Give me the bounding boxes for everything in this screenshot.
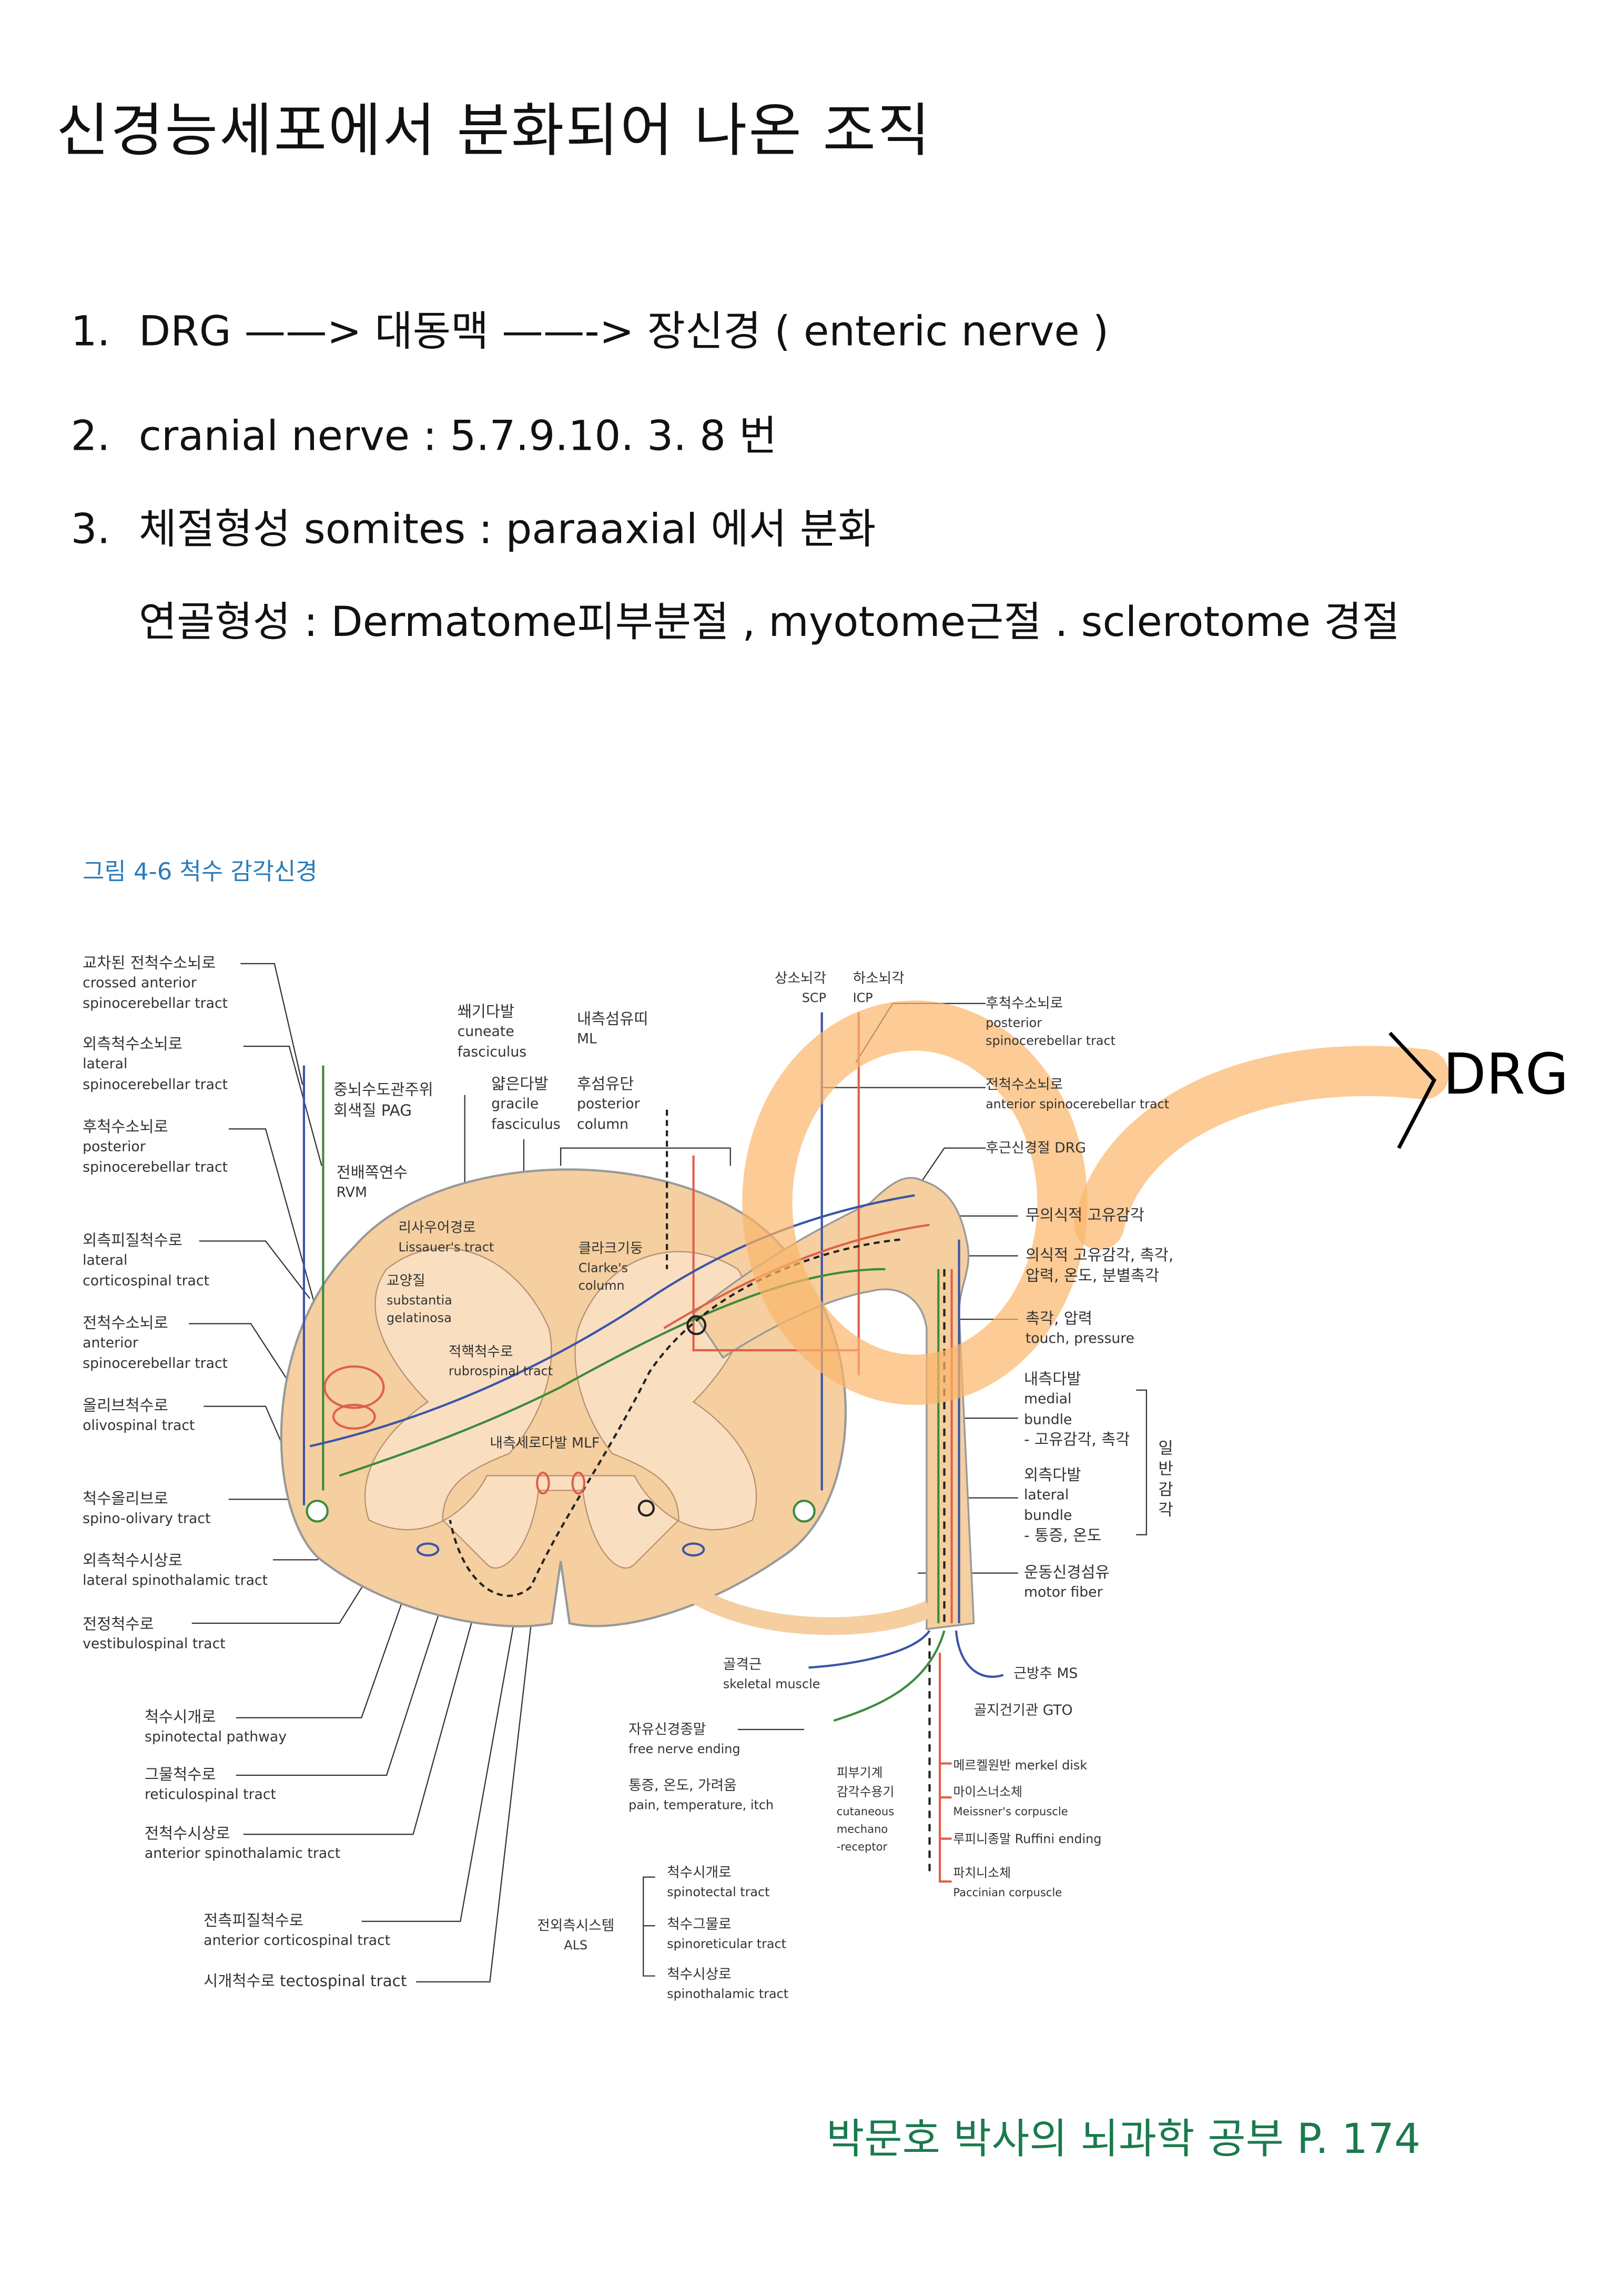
ventral-root bbox=[688, 1586, 934, 1635]
label-gto: 골지건기관 GTO bbox=[973, 1703, 1073, 1720]
label-conscious-proprioception: 의식적 고유감각, 촉각,압력, 온도, 분별촉각 bbox=[1025, 1247, 1174, 1286]
figure-caption: 그림 4-6 척수 감각신경 bbox=[83, 857, 318, 886]
label-drg: 후근신경절 DRG bbox=[986, 1140, 1086, 1157]
list-item-2: 2.cranial nerve : 5.7.9.10. 3. 8 번 bbox=[70, 411, 777, 461]
label-tectospinal: 시개척수로 tectospinal tract bbox=[204, 1973, 407, 1991]
label-muscle-spindle: 근방추 MS bbox=[1013, 1666, 1078, 1683]
drg-highlight bbox=[742, 1000, 1449, 1405]
source-citation: 박문호 박사의 뇌과학 공부 P. 174 bbox=[826, 2115, 1421, 2163]
page-title: 신경능세포에서 분화되어 나온 조직 bbox=[56, 98, 932, 166]
list-item-1: 1.DRG ——> 대동맥 ——-> 장신경 ( enteric nerve ) bbox=[70, 307, 1109, 356]
drg-annotation: DRG bbox=[1443, 1041, 1569, 1107]
label-mlf: 내측세로다발 MLF bbox=[490, 1435, 600, 1452]
list-item-3-sub: 연골형성 : Dermatome피부분절 , myotome근절 . scler… bbox=[138, 598, 1400, 646]
label-unconscious-proprioception: 무의식적 고유감각 bbox=[1025, 1207, 1145, 1225]
bracket-mark bbox=[1388, 1031, 1437, 1149]
label-merkel: 메르켈원반 merkel disk bbox=[953, 1759, 1088, 1774]
gray-matter bbox=[364, 1248, 757, 1569]
list-item-3: 3.체절형성 somites : paraaxial 에서 분화 bbox=[70, 504, 876, 554]
label-ruffini: 루피니종말 Ruffini ending bbox=[953, 1833, 1102, 1848]
label-general-sensation: 일반감각 bbox=[1158, 1439, 1173, 1520]
